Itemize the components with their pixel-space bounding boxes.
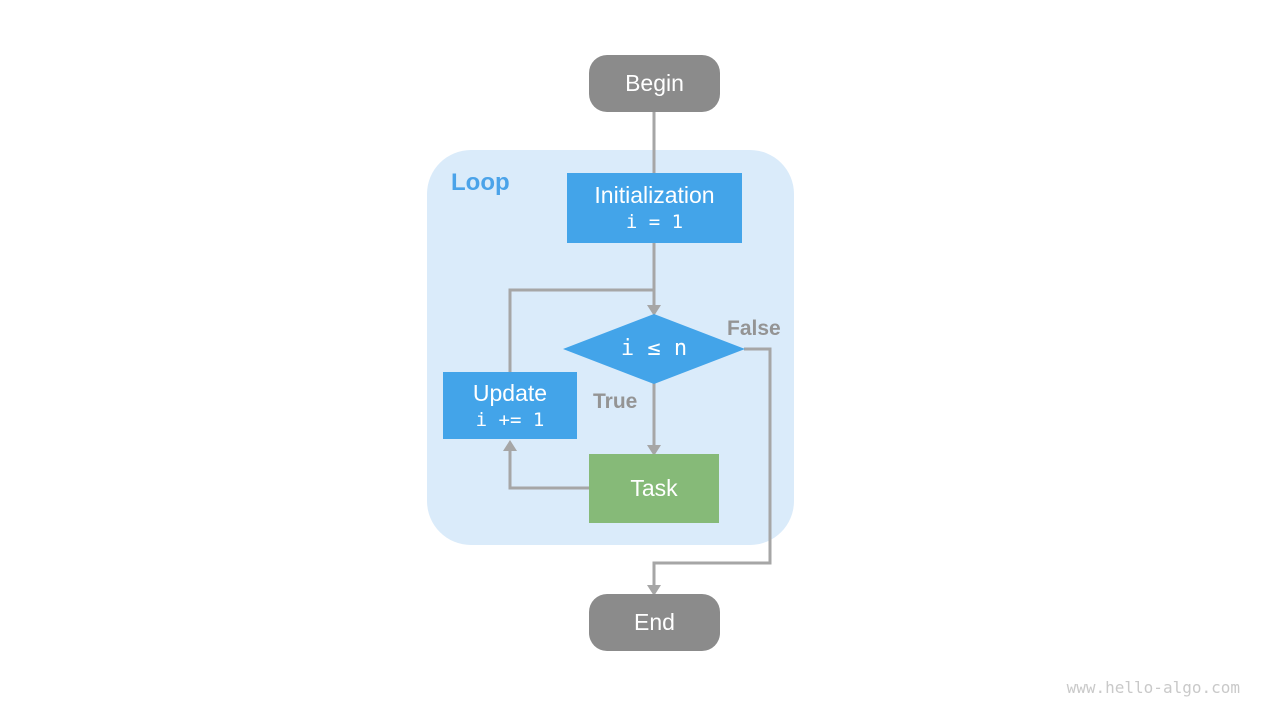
update-node-code: i += 1 <box>475 408 545 431</box>
edge-update-junction <box>508 288 656 372</box>
true-branch-label: True <box>593 390 638 413</box>
end-node-label: End <box>634 609 675 636</box>
edge-task-update <box>508 450 589 490</box>
loop-region-label: Loop <box>451 169 510 196</box>
update-node: Update i += 1 <box>443 372 577 439</box>
false-branch-label: False <box>727 317 781 340</box>
arrowhead-into-condition <box>647 305 661 316</box>
arrowhead-into-task <box>647 445 661 456</box>
begin-node: Begin <box>589 55 720 112</box>
initialization-node: Initialization i = 1 <box>567 173 742 243</box>
initialization-node-title: Initialization <box>594 182 715 209</box>
update-node-title: Update <box>472 379 548 406</box>
edge-condition-end <box>652 347 772 586</box>
arrowhead-into-update <box>503 440 517 451</box>
task-node: Task <box>589 454 719 523</box>
task-node-label: Task <box>630 475 678 502</box>
end-node: End <box>589 594 720 651</box>
watermark-text: www.hello-algo.com <box>1066 678 1240 697</box>
begin-node-label: Begin <box>625 70 684 97</box>
condition-node-code: i ≤ n <box>620 335 688 361</box>
initialization-node-code: i = 1 <box>625 211 684 234</box>
arrowhead-into-end <box>647 585 661 596</box>
